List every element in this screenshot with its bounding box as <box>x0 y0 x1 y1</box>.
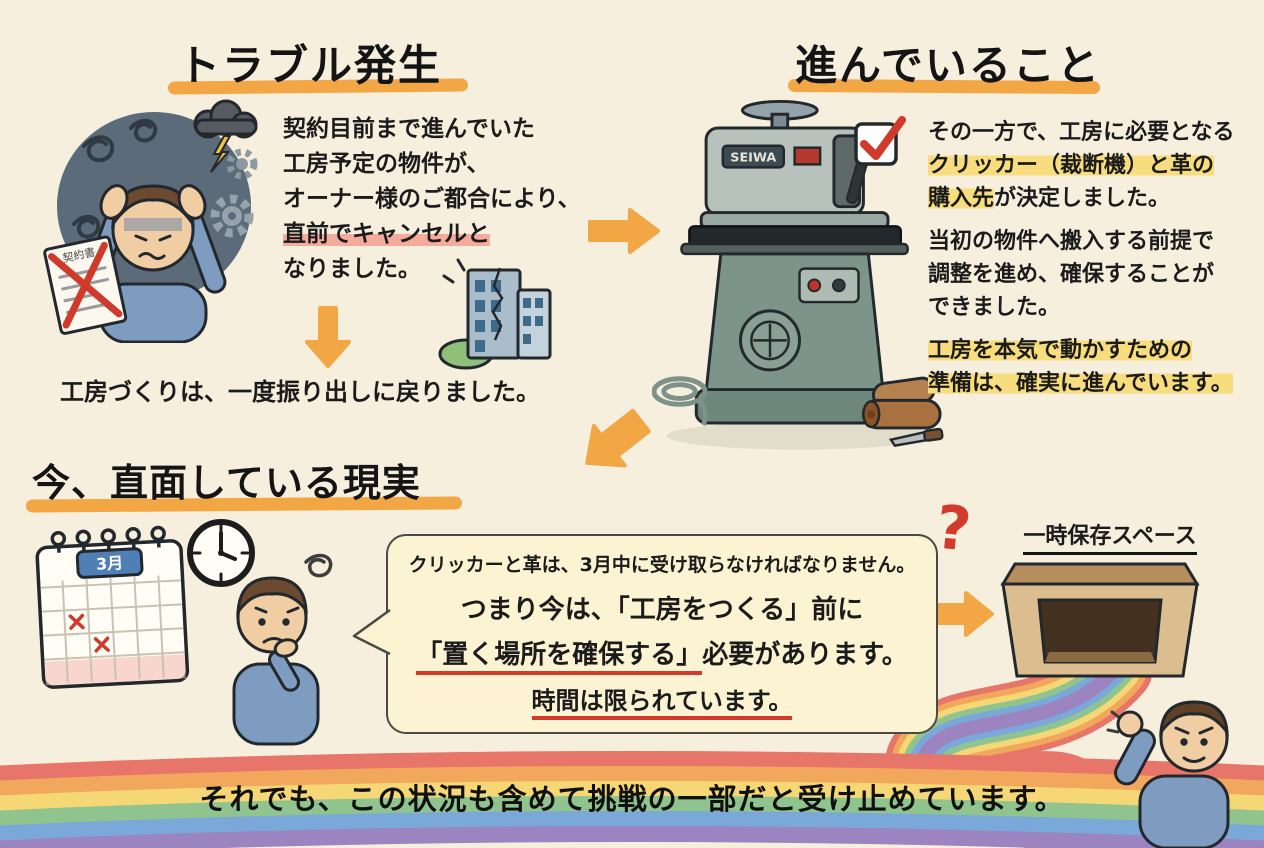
rainbow-band <box>0 751 1264 848</box>
wheel-spokes <box>753 323 787 358</box>
progress-line-highlight: 購入先が決定しました。 <box>928 186 1171 211</box>
garage-floor <box>1045 652 1155 662</box>
question-mark: ? <box>932 492 975 566</box>
down-arrow-icon <box>305 306 351 368</box>
control-box <box>798 267 860 304</box>
machine-shadow <box>666 422 933 450</box>
speech-bubble-tail <box>352 608 391 656</box>
trouble-line: 工房予定の物件が、 <box>283 151 490 177</box>
black-button <box>831 278 846 293</box>
trouble-line-highlight: 直前でキャンセルと <box>283 221 490 247</box>
sweater <box>1138 774 1230 848</box>
hair <box>1159 700 1229 737</box>
distressed-face <box>134 234 172 260</box>
building-side <box>516 288 552 360</box>
gloom-shadow <box>124 218 182 231</box>
rainbow-road-illustration <box>0 631 1264 848</box>
checkbox-icon <box>854 116 906 166</box>
progress-line: 調整を進め、確保することが <box>928 262 1215 287</box>
progress-line-highlight: クリッカー（裁断機）と革の <box>928 153 1215 178</box>
rope-coil <box>652 376 708 427</box>
bubble-line: つまり今は、「工房をつくる」前に <box>460 595 864 625</box>
clock-icon <box>187 519 255 587</box>
trouble-line: オーナー様のご都合により、 <box>283 186 581 212</box>
trouble-line: なりました。 <box>283 256 421 282</box>
garage-roof <box>1000 562 1200 586</box>
hair <box>111 184 195 230</box>
progress-line-highlight: 工房を本気で動かすための <box>928 338 1193 363</box>
cancelled-contract: 契約書 <box>43 235 128 335</box>
speech-bubble: クリッカーと革は、3月中に受け取らなければなりません。 つまり今は、「工房をつく… <box>386 534 938 734</box>
title-trouble: トラブル発生 <box>178 41 443 90</box>
wheel-inner <box>750 320 790 361</box>
calendar-illustration: 3月 <box>35 525 190 689</box>
hand-on-chin <box>273 638 299 658</box>
title-reality: 今、直面している現実 <box>32 461 421 505</box>
determined-face <box>1174 726 1214 763</box>
raised-arm <box>1114 728 1156 786</box>
red-button <box>807 278 822 293</box>
brand-plate <box>721 144 785 169</box>
trouble-line: 契約目前まで進んでいた <box>283 116 535 142</box>
lightning-icon <box>210 135 232 173</box>
gear-icon <box>210 148 258 238</box>
determined-person-illustration <box>1106 700 1230 848</box>
fist <box>1116 710 1144 738</box>
red-x-marks <box>68 613 110 653</box>
diagonal-arrow-icon <box>585 408 651 468</box>
machine-brand-label: SEIWA <box>730 150 776 165</box>
progress-line: 当初の物件へ搬入する前提で <box>928 229 1215 254</box>
hair <box>236 576 308 618</box>
worry-scribble-icon <box>304 553 333 578</box>
document-label: 契約書 <box>61 245 96 266</box>
red-check-icon <box>860 116 906 160</box>
bubble-time-line: 時間は限られています。 <box>406 681 918 720</box>
trouble-paragraph: 契約目前まで進んでいた 工房予定の物件が、 オーナー様のご都合により、 直前でキ… <box>283 112 581 287</box>
crack <box>491 267 504 341</box>
footer-message: それでも、この状況も含めて挑戦の一部だと受け止めています。 <box>199 782 1065 816</box>
clicker-press-illustration: SEIWA <box>652 99 944 450</box>
bubble-line-underlined: 「置く場所を確保する」必要があります。 <box>406 634 918 675</box>
hands <box>99 184 207 220</box>
calendar-month: 3月 <box>96 553 124 573</box>
right-arrow-icon <box>588 208 660 254</box>
calendar-rings <box>50 525 166 553</box>
bubble-deadline-line: クリッカーと革は、3月中に受け取らなければなりません。 <box>408 554 916 576</box>
stressed-person-illustration: 契約書 <box>43 99 258 343</box>
red-x-icon <box>48 241 123 329</box>
calendar-grid <box>40 575 185 683</box>
storm-cloud-icon <box>193 99 258 173</box>
indicator-light <box>793 146 822 166</box>
worried-face <box>254 606 300 644</box>
title-progress: 進んでいること <box>795 41 1101 90</box>
worried-person-illustration <box>232 553 333 746</box>
trouble-result: 工房づくりは、一度振り出しに戻りました。 <box>60 378 540 406</box>
storage-garage-illustration <box>1000 562 1200 678</box>
progress-line: できました。 <box>928 295 1061 320</box>
storage-label: 一時保存スペース <box>1008 518 1212 555</box>
scribble-icon <box>72 118 158 239</box>
month-plate <box>75 547 144 579</box>
progress-line-highlight: 準備は、確実に進んでいます。 <box>928 371 1233 396</box>
windows <box>475 280 543 352</box>
arm <box>268 650 300 692</box>
alert-marks <box>442 258 466 284</box>
progress-paragraphs: その一方で、工房に必要となる クリッカー（裁断機）と革の 購入先が決定しました。… <box>928 116 1262 400</box>
cracked-building-illustration <box>438 258 552 370</box>
progress-line: その一方で、工房に必要となる <box>928 120 1235 145</box>
